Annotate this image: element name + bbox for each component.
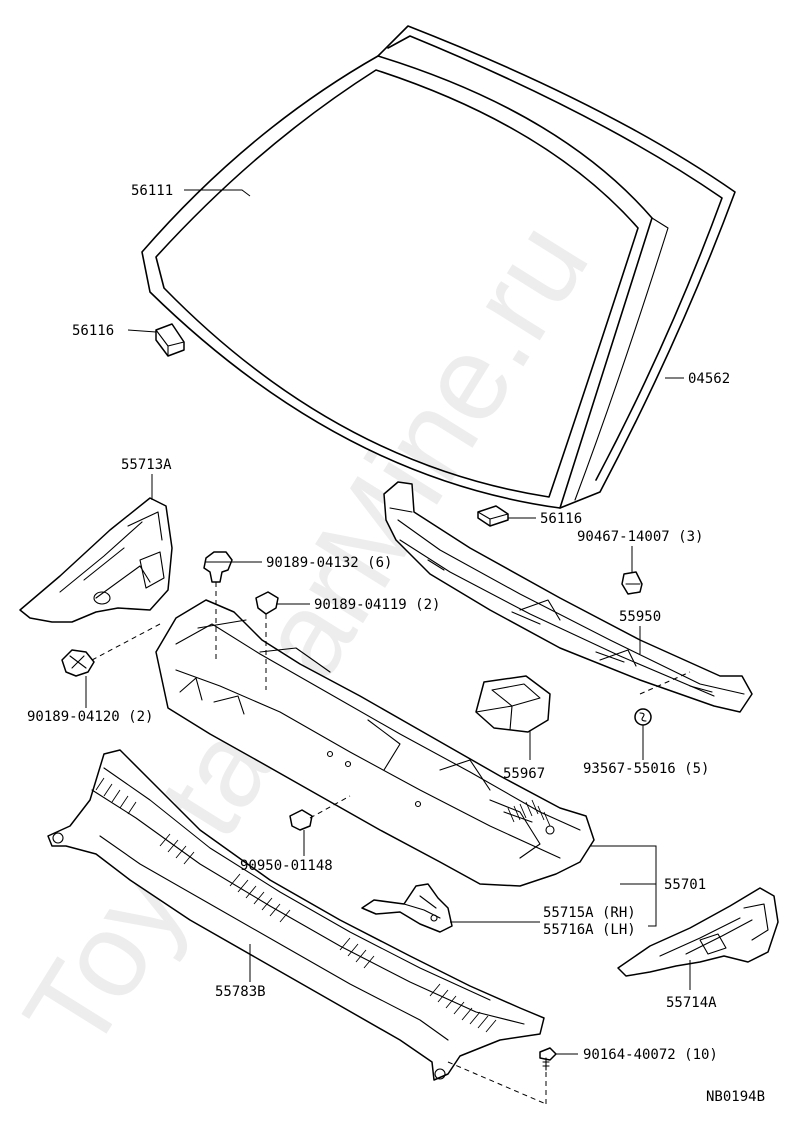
label-55783B: 55783B xyxy=(215,984,266,1000)
label-04562: 04562 xyxy=(688,371,730,387)
cowl-side-bracket-left xyxy=(19,497,173,623)
label-55701: 55701 xyxy=(664,877,706,893)
cowl-top-panel xyxy=(383,481,753,713)
leader-lines xyxy=(85,189,691,1055)
label-90950-01148: 90950-01148 xyxy=(240,858,333,874)
grommet-90950 xyxy=(289,809,313,831)
air-duct-55967 xyxy=(475,675,551,733)
assembly-dashed-lines xyxy=(91,582,691,1105)
cowl-side-bracket-right xyxy=(617,887,779,977)
label-90467-14007: 90467-14007 (3) xyxy=(577,529,703,545)
screw-90164 xyxy=(539,1047,557,1071)
diagram-code: NB0194B xyxy=(706,1089,765,1105)
label-55716A: 55716A (LH) xyxy=(543,922,636,938)
label-55715A: 55715A (RH) xyxy=(543,905,636,921)
windshield-moulding xyxy=(377,25,736,509)
windshield-glass xyxy=(141,55,653,509)
spacer-block-left xyxy=(155,323,185,357)
label-56111: 56111 xyxy=(131,183,173,199)
cowl-bracket-55715A xyxy=(361,883,453,933)
label-55950: 55950 xyxy=(619,609,661,625)
label-90189-04119: 90189-04119 (2) xyxy=(314,597,440,613)
label-56116-left: 56116 xyxy=(72,323,114,339)
label-90189-04132: 90189-04132 (6) xyxy=(266,555,392,571)
label-90189-04120: 90189-04120 (2) xyxy=(27,709,153,725)
label-56116-right: 56116 xyxy=(540,511,582,527)
spacer-block-right xyxy=(477,505,509,527)
cowl-louver-55783B xyxy=(47,749,545,1081)
clip-90189-04132 xyxy=(203,551,233,583)
clip-90189-04120 xyxy=(61,649,95,677)
clip-90467 xyxy=(621,571,643,595)
part-labels: 56111 56116 04562 56116 55713A 90467-140… xyxy=(27,183,765,1105)
label-90164-40072: 90164-40072 (10) xyxy=(583,1047,718,1063)
label-55713A: 55713A xyxy=(121,457,172,473)
clip-90189-04119 xyxy=(255,591,279,615)
clip-93567 xyxy=(634,708,652,726)
label-93567-55016: 93567-55016 (5) xyxy=(583,761,709,777)
label-55714A: 55714A xyxy=(666,995,717,1011)
label-55967: 55967 xyxy=(503,766,545,782)
